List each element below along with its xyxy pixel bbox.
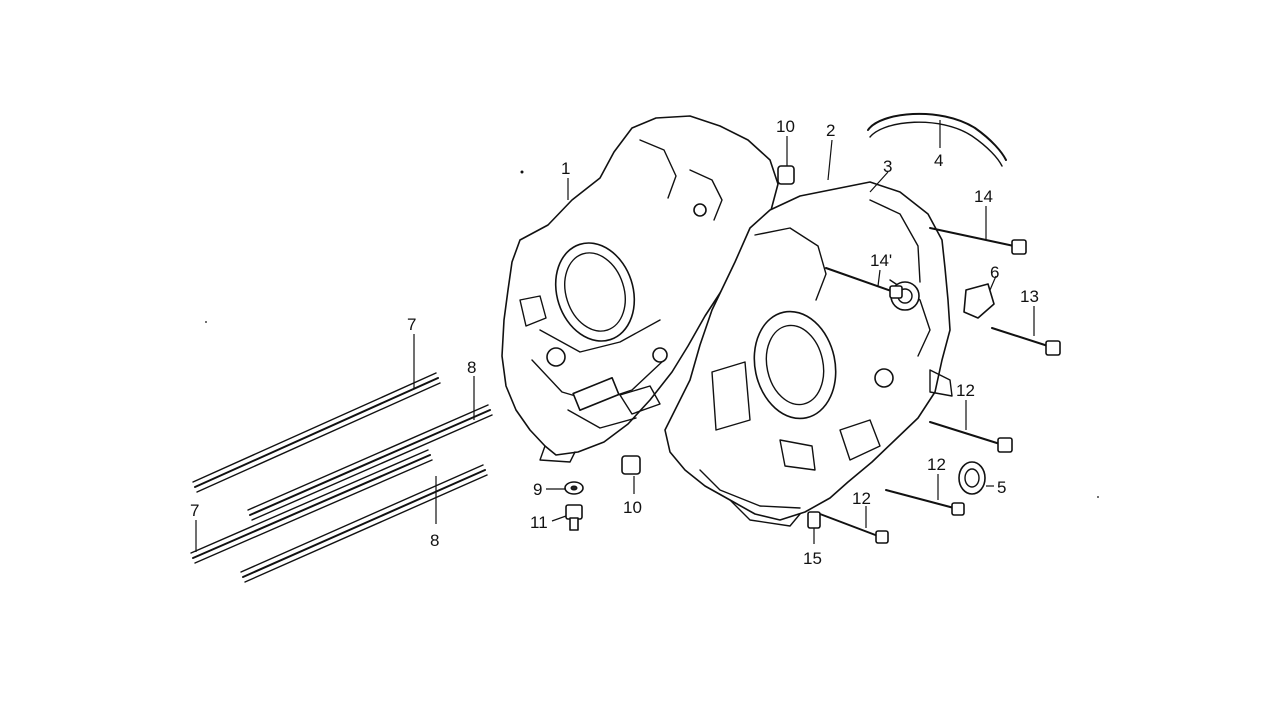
label-part-5: 5 [997,478,1006,497]
oil-seal [958,461,986,495]
label-part-10-upper: 10 [776,117,795,136]
label-part-13: 13 [1020,287,1039,306]
label-part-9: 9 [533,480,542,499]
bolt-14-upper [929,227,1027,255]
stud-7-upper [192,372,441,493]
drain-fitting [565,504,583,531]
bolt-12-upper [929,421,1013,453]
label-part-8-lower: 8 [430,531,439,550]
label-part-8-upper: 8 [467,358,476,377]
label-part-6: 6 [990,263,999,282]
bolt-14-middle [825,267,903,299]
label-part-14-middle: 14' [870,251,892,270]
label-part-11: 11 [530,513,548,532]
stud-7-lower [190,449,433,564]
label-part-12-lower: 12 [852,489,871,508]
scan-speck [1097,496,1099,498]
label-part-7-upper: 7 [407,315,416,334]
label-part-12-middle: 12 [927,455,946,474]
bolt-12-middle [885,489,965,516]
dowel-pin-upper [777,165,795,185]
label-part-2: 2 [826,121,835,140]
pin-15 [807,511,821,529]
label-part-14-upper: 14 [974,187,993,206]
washer-hole [570,485,578,491]
stud-bolts [190,372,493,583]
label-part-1: 1 [561,159,570,178]
label-part-15: 15 [803,549,822,568]
dowel-pin-lower [621,455,641,475]
bolt-12-lower [819,513,889,544]
stud-8-upper [247,404,493,521]
stud-8-lower [240,464,488,583]
bolt-13 [991,327,1061,356]
part-labels: 1 2 3 4 5 6 7 7 8 8 9 10 10 11 12 12 12 … [190,117,1039,568]
leader-lines [195,120,1035,552]
left-crankcase [501,115,779,463]
breather-hose-inner [869,121,1003,167]
label-part-4: 4 [934,151,943,170]
scan-speck [205,321,207,323]
label-part-7-lower: 7 [190,501,199,520]
scan-speck [520,170,524,174]
label-part-12-upper: 12 [956,381,975,400]
label-part-10-lower: 10 [623,498,642,517]
right-crankcase [664,181,953,527]
breather-hose [867,112,1007,161]
bracket [963,283,995,319]
label-part-3: 3 [883,157,892,176]
